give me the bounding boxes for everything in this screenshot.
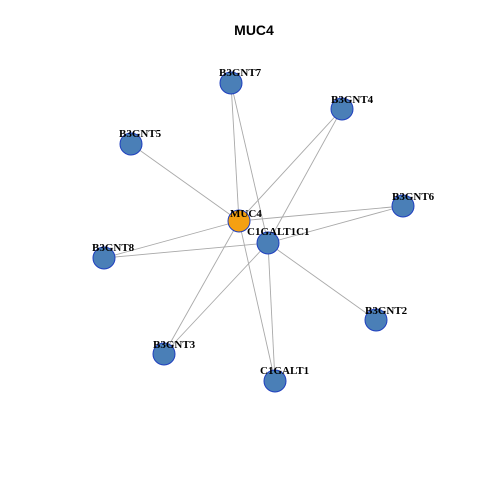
edge-muc4-b3gnt5 [130, 143, 240, 222]
edge-muc4-b3gnt6 [238, 205, 404, 222]
edge-c1galt1c1-b3gnt2 [267, 242, 377, 321]
node-label-b3gnt3: B3GNT3 [153, 339, 196, 351]
node-label-muc4: MUC4 [230, 208, 262, 220]
node-circle-c1galt1[interactable] [263, 369, 287, 393]
node-c1galt1[interactable]: C1GALT1 [260, 365, 309, 393]
node-circle-b3gnt6[interactable] [391, 194, 415, 218]
node-circle-muc4[interactable] [227, 209, 251, 233]
node-label-b3gnt8: B3GNT8 [92, 242, 135, 254]
edge-c1galt1c1-b3gnt8 [103, 242, 269, 259]
node-circle-c1galt1c1[interactable] [256, 231, 280, 255]
edge-muc4-b3gnt8 [103, 220, 240, 259]
edge-c1galt1c1-b3gnt7 [230, 82, 269, 244]
edge-muc4-b3gnt4 [238, 108, 343, 222]
node-b3gnt4[interactable]: B3GNT4 [330, 94, 374, 121]
node-label-b3gnt2: B3GNT2 [365, 305, 408, 317]
node-label-b3gnt7: B3GNT7 [219, 67, 262, 79]
node-circle-b3gnt8[interactable] [92, 246, 116, 270]
node-b3gnt3[interactable]: B3GNT3 [152, 339, 196, 366]
node-circle-b3gnt3[interactable] [152, 342, 176, 366]
diagram-title: MUC4 [234, 22, 274, 38]
node-b3gnt7[interactable]: B3GNT7 [219, 67, 262, 95]
node-label-b3gnt4: B3GNT4 [331, 94, 374, 106]
edge-muc4-c1galt1 [238, 220, 276, 382]
node-b3gnt2[interactable]: B3GNT2 [364, 305, 408, 332]
node-circle-b3gnt4[interactable] [330, 97, 354, 121]
node-label-c1galt1c1: C1GALT1C1 [247, 226, 310, 238]
node-label-b3gnt6: B3GNT6 [392, 191, 435, 203]
edge-c1galt1c1-b3gnt3 [163, 242, 269, 355]
node-c1galt1c1[interactable]: C1GALT1C1 [247, 226, 310, 255]
edge-c1galt1c1-b3gnt4 [267, 108, 343, 244]
node-b3gnt5[interactable]: B3GNT5 [119, 128, 162, 156]
node-circle-b3gnt7[interactable] [219, 71, 243, 95]
node-circle-b3gnt5[interactable] [119, 132, 143, 156]
edge-muc4-b3gnt7 [230, 82, 240, 222]
node-b3gnt8[interactable]: B3GNT8 [92, 242, 135, 270]
edge-layer [103, 82, 404, 382]
node-b3gnt6[interactable]: B3GNT6 [391, 191, 435, 218]
node-circle-b3gnt2[interactable] [364, 308, 388, 332]
node-muc4[interactable]: MUC4 [227, 208, 262, 233]
node-label-b3gnt5: B3GNT5 [119, 128, 162, 140]
edge-muc4-b3gnt3 [163, 220, 240, 355]
edge-c1galt1c1-b3gnt6 [267, 205, 404, 244]
node-label-c1galt1: C1GALT1 [260, 365, 309, 377]
edge-c1galt1c1-c1galt1 [267, 242, 276, 382]
